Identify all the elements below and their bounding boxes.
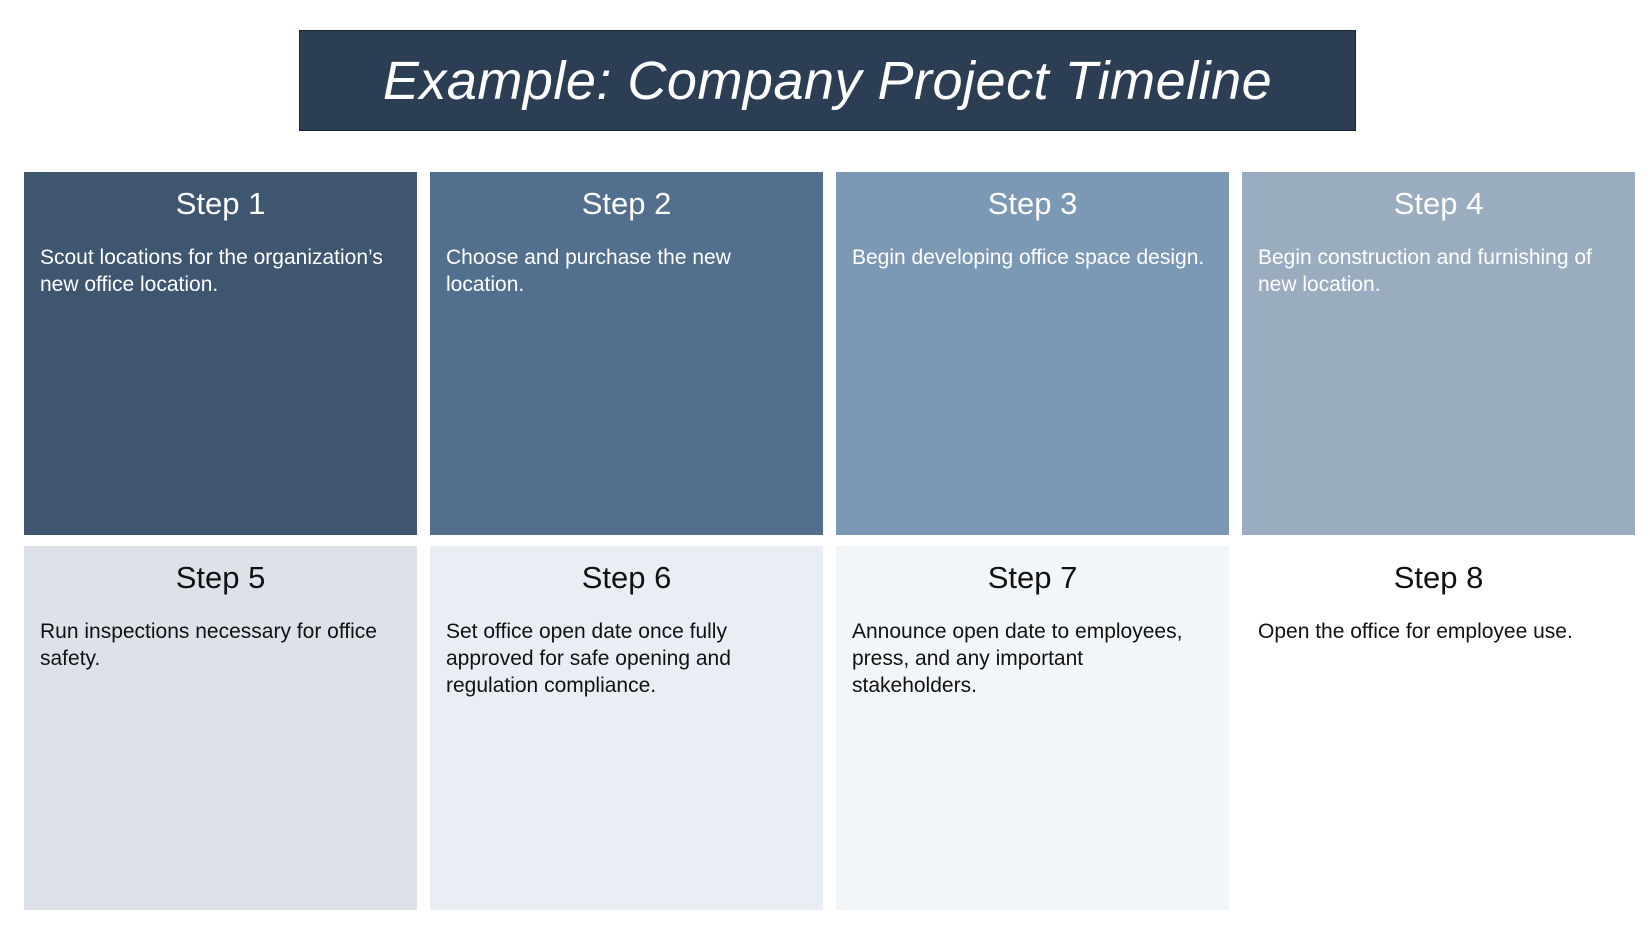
step-card-5: Step 5 Run inspections necessary for offi… bbox=[24, 546, 417, 910]
step-heading: Step 7 bbox=[987, 560, 1078, 595]
step-heading: Step 3 bbox=[987, 186, 1078, 221]
step-card-4: Step 4 Begin construction and furnishing … bbox=[1242, 172, 1635, 535]
step-description: Open the office for employee use. bbox=[1258, 620, 1573, 643]
step-description: Choose and purchase the new location. bbox=[446, 246, 731, 296]
timeline-grid: Step 1 Scout locations for the organizati… bbox=[24, 172, 1635, 910]
step-description: Begin developing office space design. bbox=[852, 246, 1205, 269]
step-card-1: Step 1 Scout locations for the organizati… bbox=[24, 172, 417, 535]
step-heading: Step 5 bbox=[175, 560, 266, 595]
step-heading: Step 4 bbox=[1393, 186, 1484, 221]
step-description: Announce open date to employees, press, … bbox=[852, 620, 1183, 697]
step-heading: Step 8 bbox=[1393, 560, 1484, 595]
step-description: Set office open date once fully approved… bbox=[446, 620, 731, 697]
step-card-8: Step 8 Open the office for employee use. bbox=[1242, 546, 1635, 910]
step-card-2: Step 2 Choose and purchase the new locati… bbox=[430, 172, 823, 535]
step-card-7: Step 7 Announce open date to employees, p… bbox=[836, 546, 1229, 910]
step-heading: Step 2 bbox=[581, 186, 672, 221]
step-card-3: Step 3 Begin developing office space desi… bbox=[836, 172, 1229, 535]
step-heading: Step 6 bbox=[581, 560, 672, 595]
step-card-6: Step 6 Set office open date once fully ap… bbox=[430, 546, 823, 910]
step-description: Run inspections necessary for office saf… bbox=[40, 620, 377, 670]
step-heading: Step 1 bbox=[175, 186, 266, 221]
step-description: Scout locations for the organization’s n… bbox=[40, 246, 383, 296]
page-title: Example: Company Project Timeline bbox=[382, 50, 1273, 111]
title-banner: Example: Company Project Timeline bbox=[299, 30, 1356, 131]
step-description: Begin construction and furnishing of new… bbox=[1258, 246, 1592, 296]
